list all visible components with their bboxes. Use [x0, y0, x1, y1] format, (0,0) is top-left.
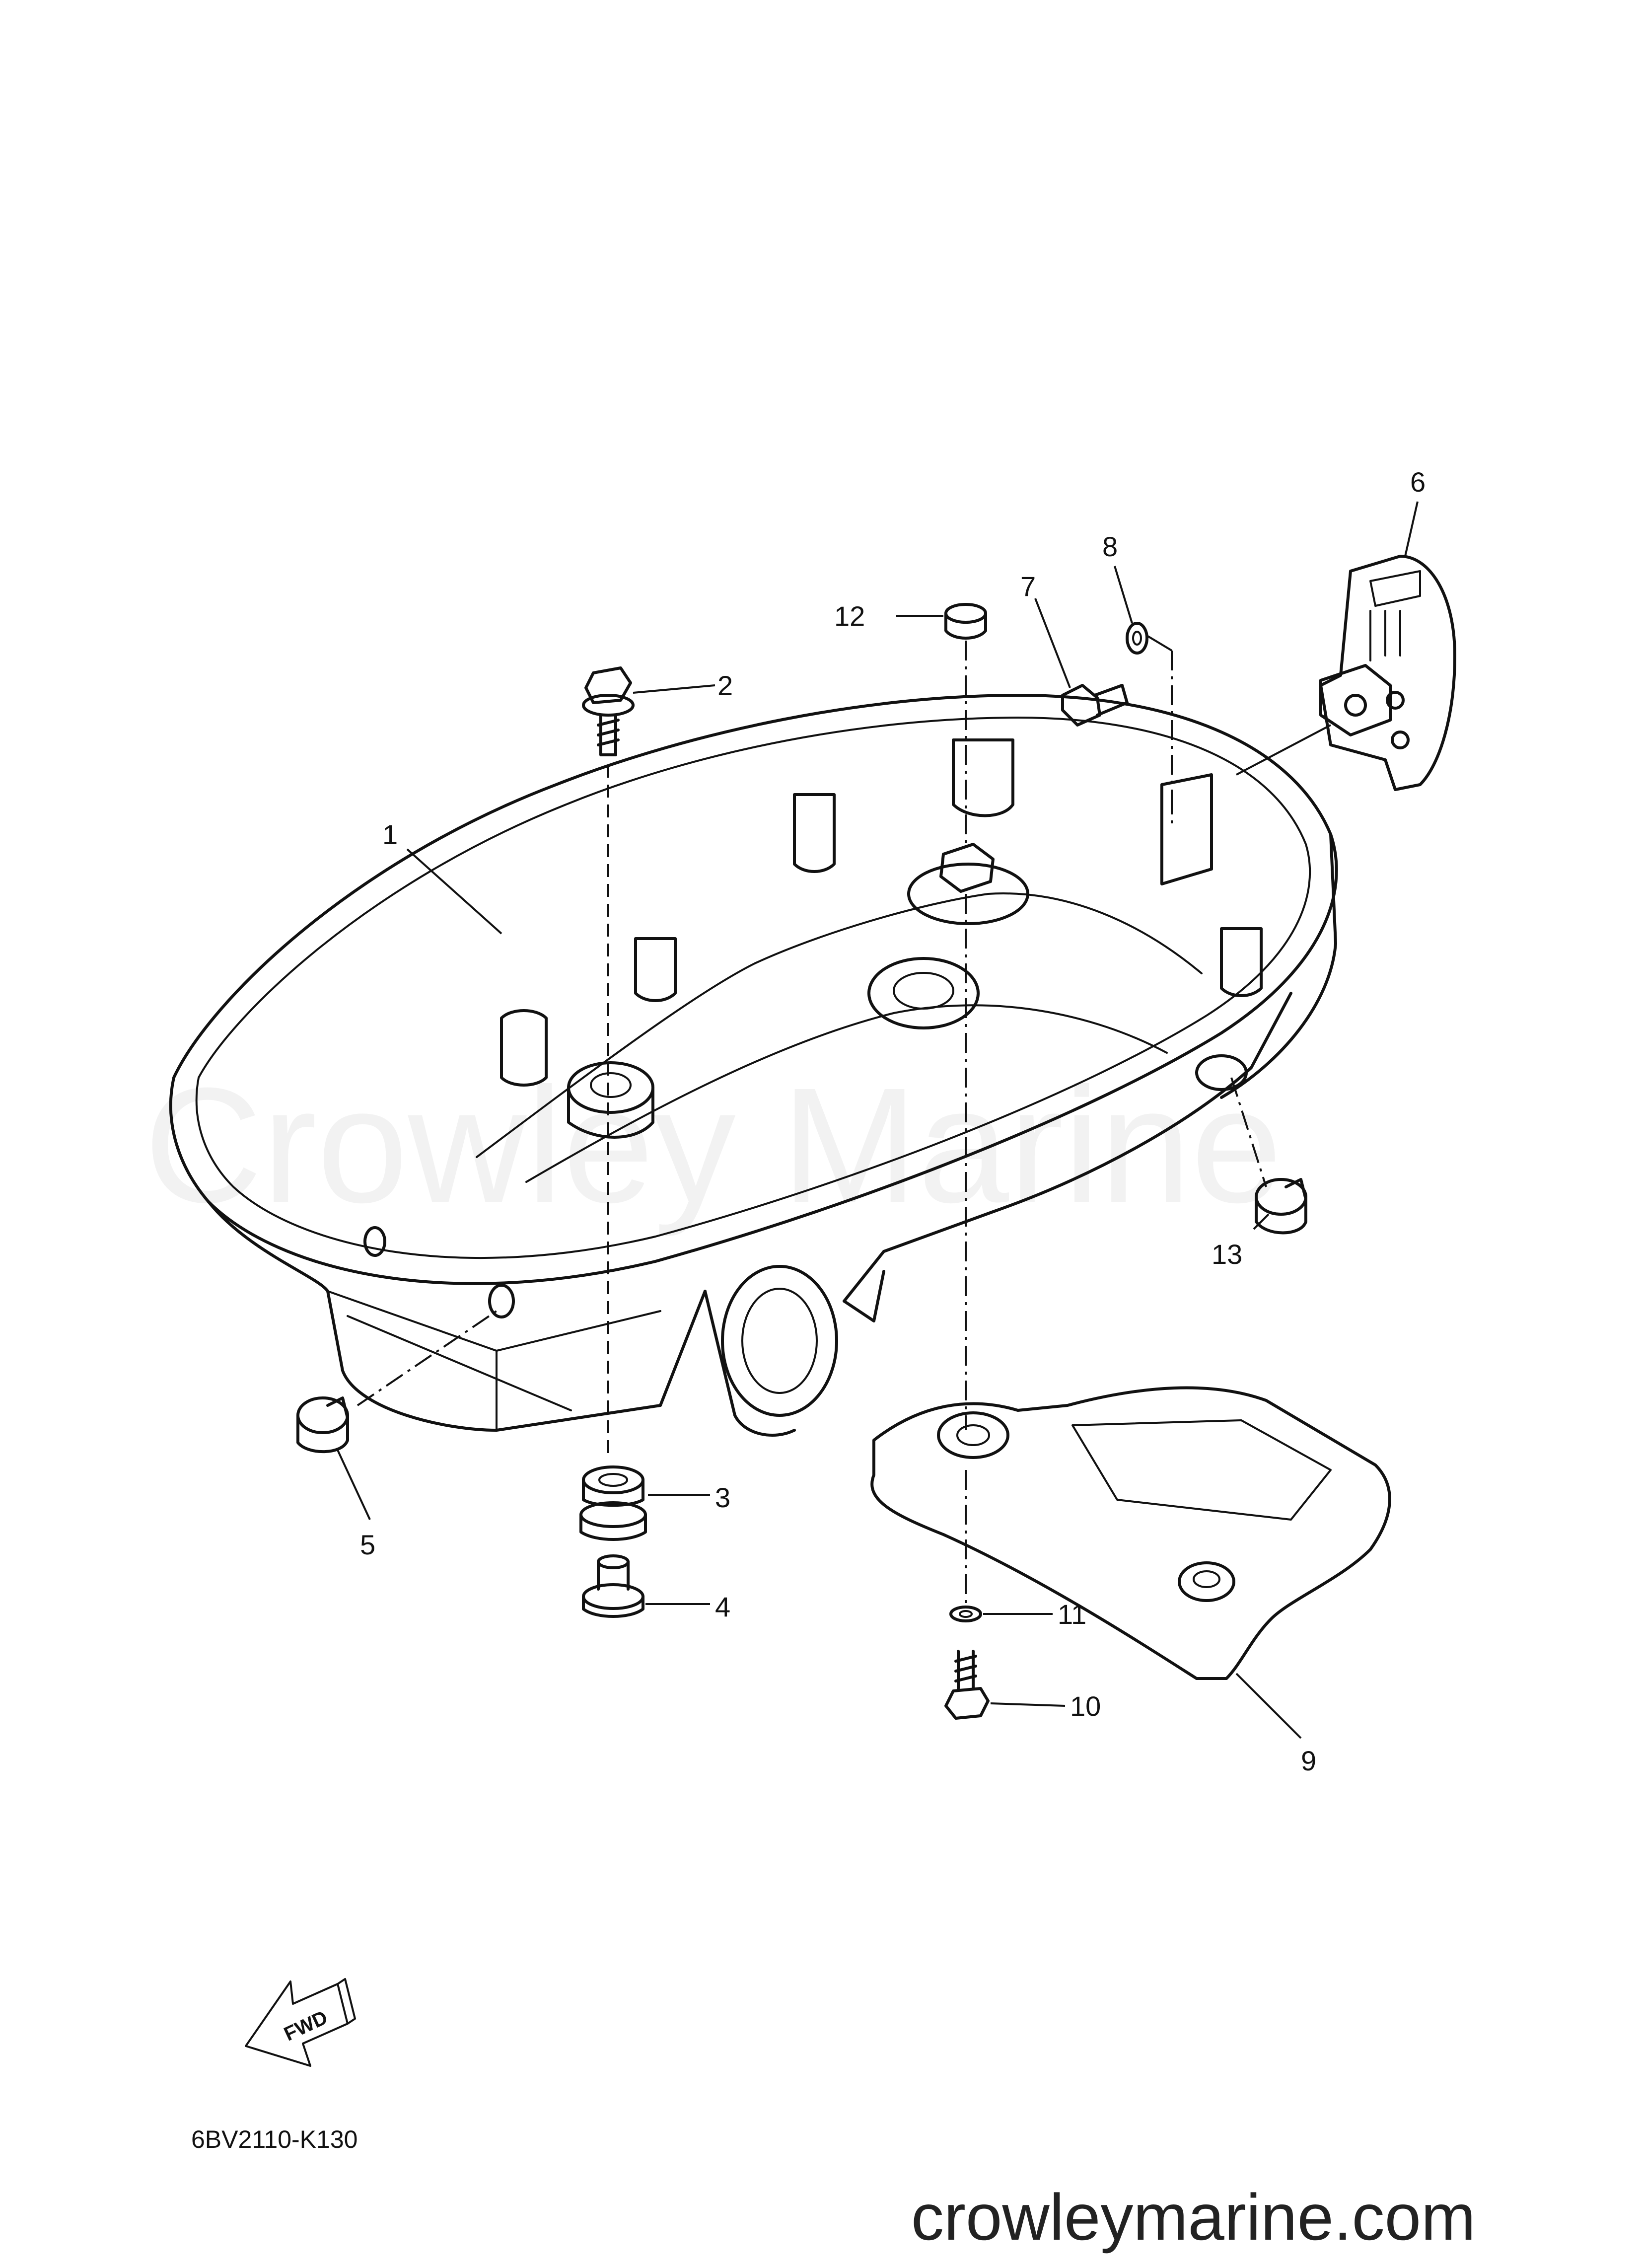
fwd-label: FWD: [281, 2006, 331, 2045]
assembly-lines: [357, 635, 1267, 1604]
callout-12: 12: [834, 600, 865, 632]
leader-lines: [337, 501, 1419, 1739]
washer-part-11: [949, 1606, 982, 1622]
bottom-cowling-part: [169, 694, 1338, 1437]
handle-part: [870, 1386, 1391, 1680]
lock-bracket-part: [1319, 555, 1456, 791]
callout-1: 1: [382, 819, 398, 850]
callout-3: 3: [715, 1482, 730, 1513]
bushing-part-12: [944, 603, 987, 640]
bolt-part-10: [944, 1650, 990, 1720]
callout-11: 11: [1058, 1599, 1086, 1630]
watermark-text: Crowley Marine: [144, 1053, 1282, 1238]
forward-arrow-icon: FWD: [245, 1978, 356, 2067]
drawing-code: 6BV2110-K130: [191, 2125, 357, 2153]
callout-8: 8: [1102, 531, 1118, 562]
callout-2: 2: [717, 670, 733, 701]
grommet-part: [579, 1465, 647, 1541]
washer-part-8: [1126, 622, 1148, 655]
bolt-part: [582, 666, 635, 756]
plug-part-5: [296, 1396, 349, 1454]
collar-part: [582, 1554, 644, 1618]
callout-13: 13: [1212, 1239, 1242, 1270]
site-url: crowleymarine.com: [911, 2181, 1476, 2254]
callout-10: 10: [1070, 1690, 1101, 1722]
callout-7: 7: [1020, 571, 1036, 602]
callout-labels: 1 2 3 4 5 6 7 8 9 10 11 12 13: [360, 466, 1426, 1776]
callout-9: 9: [1301, 1745, 1316, 1776]
callout-5: 5: [360, 1529, 375, 1560]
callout-6: 6: [1410, 466, 1426, 498]
screw-part: [1061, 684, 1129, 727]
callout-4: 4: [715, 1591, 730, 1622]
